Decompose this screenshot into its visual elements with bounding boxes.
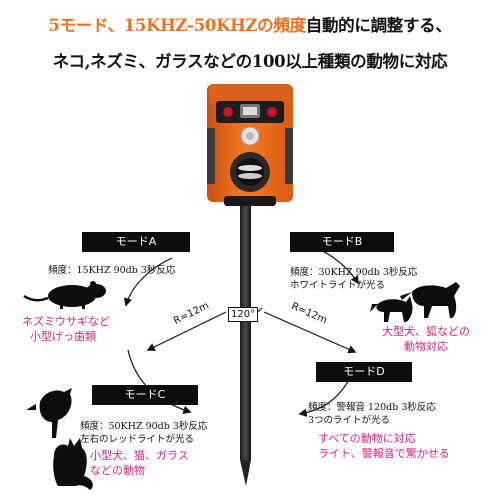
mode-b-animal-line-1: 大型犬、狐などの <box>382 325 470 338</box>
headline-auto-adjust-text: 自動的に調整する、 <box>305 16 452 35</box>
mode-d-animal-line-1: すべての動物に対応 <box>318 432 416 445</box>
mode-d-animal-line-2: ライト、警報音で驚かせる <box>318 447 450 460</box>
mode-a-animal-line-1: ネズミウサギなど <box>22 315 110 328</box>
mode-c-animal-line-1: 小型犬、猫、ガラス <box>90 449 189 462</box>
mode-c-spec-line-1: 頻度：50KHZ 90db 3秒反応 <box>80 421 208 432</box>
mode-a-animal-line-2: 小型げっ歯類 <box>30 330 96 343</box>
radius-arrow-right <box>263 311 357 354</box>
crow-silhouette-icon <box>26 388 72 438</box>
mode-b-spec-line-1: 頻度：30KHZ 90db 3秒反応 <box>290 267 418 278</box>
mode-b-animal-line-2: 動物対応 <box>404 340 448 353</box>
mode-b-spec-line-2: ホワイトライトが光る <box>290 280 386 291</box>
radius-arrow-left <box>146 311 227 351</box>
fox-silhouette-icon <box>370 296 413 322</box>
mode-d-spec-line-1: 頻度：警報音 120db 3秒反応 <box>308 402 436 413</box>
mode-d-spec-line-2: 3つのライトが光る <box>308 415 391 426</box>
repeller-device <box>207 84 293 206</box>
headline-line-1: 5モード、15KHZ-50KHZの頻度自動的に調整する、 <box>0 12 500 36</box>
angle-label: 120° <box>228 307 259 322</box>
rat-silhouette-icon <box>23 281 106 309</box>
headline-line-2: ネコ,ネズミ、ガラスなどの100以上種類の動物に対応 <box>52 52 448 71</box>
arc-mode-a <box>123 257 173 307</box>
mode-c-label: モードC <box>92 385 198 405</box>
cat-silhouette-icon <box>53 438 93 490</box>
mode-a-label: モードA <box>82 232 190 252</box>
mode-c-spec-line-2: 左右のレッドライトが光る <box>80 434 195 445</box>
headline-frequency-text: 5モード、15KHZ-50KHZの頻度 <box>48 16 306 35</box>
arc-mode-d <box>298 377 351 417</box>
dog-silhouette-icon <box>400 282 460 318</box>
ground-stake <box>240 195 251 486</box>
mode-a-spec-line-1: 頻度：15KHZ 90db 3秒反応 <box>48 265 176 276</box>
mode-c-animal-line-2: などの動物 <box>90 464 145 477</box>
mode-d-label: モードD <box>316 362 412 382</box>
mode-b-label: モードB <box>290 232 394 252</box>
